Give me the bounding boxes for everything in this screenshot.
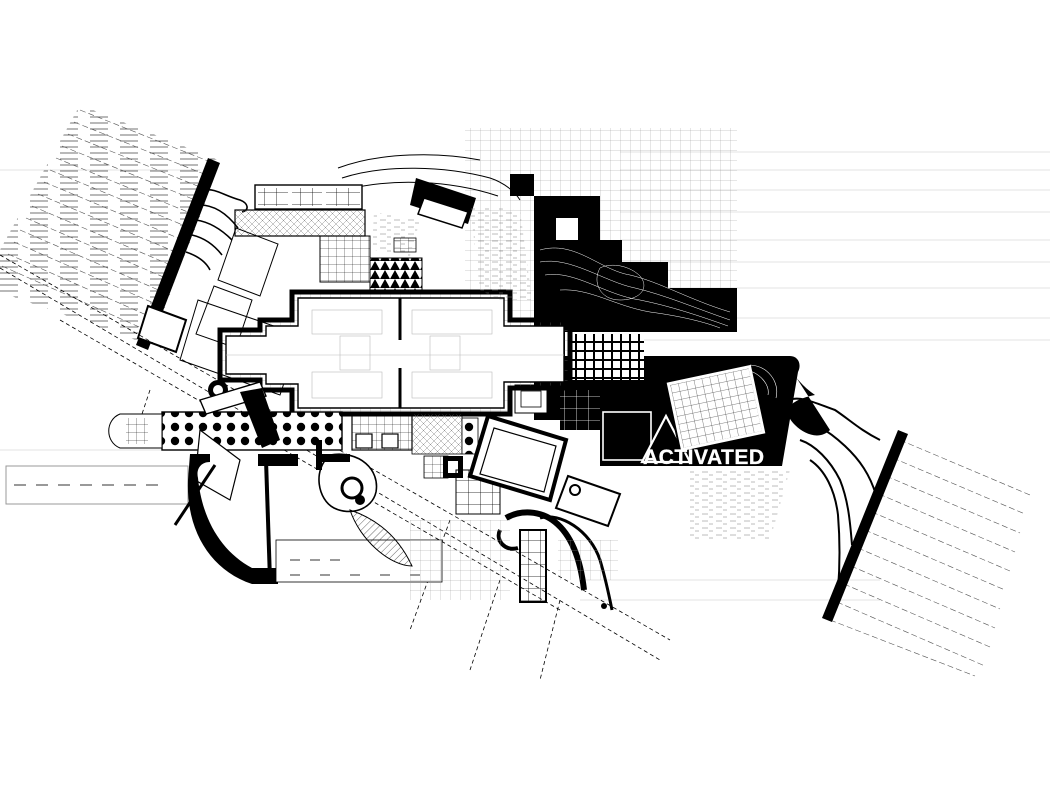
lower-left-rotunda <box>187 454 298 584</box>
center-lower-objects <box>316 440 413 567</box>
top-tilted-block <box>410 178 476 229</box>
left-runway-strip <box>5 465 189 505</box>
left-diagonal-band <box>0 105 248 350</box>
topographic-black-mass <box>510 174 737 332</box>
activated-label: ACTIVATED <box>643 446 765 469</box>
main-building-plan <box>217 289 573 417</box>
center-texture-blocks <box>351 413 501 515</box>
tilted-screen-frame <box>467 413 622 528</box>
top-center-dash-field <box>372 206 532 300</box>
left-dotted-band <box>108 411 343 451</box>
lower-center-grid <box>410 520 618 600</box>
activated-black-block: ACTIVATED <box>514 332 800 469</box>
left-small-box <box>136 304 188 354</box>
right-diagonal-band <box>785 360 1031 677</box>
lower-right-dash-field <box>690 470 790 540</box>
top-left-grid-blocks <box>234 184 423 291</box>
